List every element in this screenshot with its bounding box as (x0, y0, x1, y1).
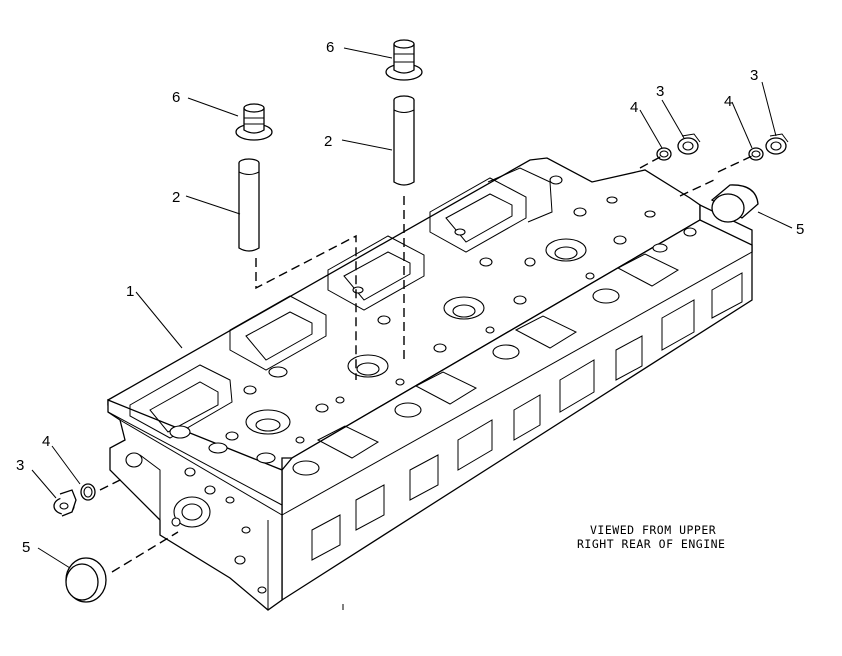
caption-line-1: VIEWED FROM UPPER (590, 523, 716, 537)
callout-guide-left: 2 (172, 189, 180, 206)
callout-oring-left: 4 (42, 433, 50, 450)
callout-seal-center: 6 (326, 39, 334, 56)
callout-cap-left: 5 (22, 539, 30, 556)
callout-plug-right-a: 3 (656, 83, 664, 100)
valve-seal-left (235, 103, 273, 141)
plug-left (53, 489, 77, 517)
valve-guide-left (238, 158, 260, 252)
callout-head: 1 (126, 283, 134, 300)
cap-right (710, 184, 759, 223)
callout-oring-right-b: 4 (724, 93, 732, 110)
oring-right-a (656, 147, 672, 161)
side-ports (311, 272, 743, 561)
alignment-lines (99, 155, 753, 573)
leader-lines (31, 47, 793, 569)
callout-plug-left: 3 (16, 457, 24, 474)
oring-left (80, 483, 96, 501)
callout-seal-left: 6 (172, 89, 180, 106)
valve-pockets (129, 167, 680, 459)
oring-right-b (748, 147, 764, 161)
plug-right-a (677, 133, 701, 155)
caption-line-2: RIGHT REAR OF ENGINE (577, 537, 725, 551)
callout-oring-right-a: 4 (630, 99, 638, 116)
callout-cap-right: 5 (796, 221, 804, 238)
valve-seal-center (385, 39, 423, 81)
plug-right-b (765, 133, 789, 155)
top-face-holes (169, 175, 697, 476)
end-face-holes (125, 452, 267, 594)
callout-plug-right-b: 3 (750, 67, 758, 84)
callout-guide-center: 2 (324, 133, 332, 150)
cap-left (65, 557, 107, 603)
valve-guide-center (393, 95, 415, 186)
